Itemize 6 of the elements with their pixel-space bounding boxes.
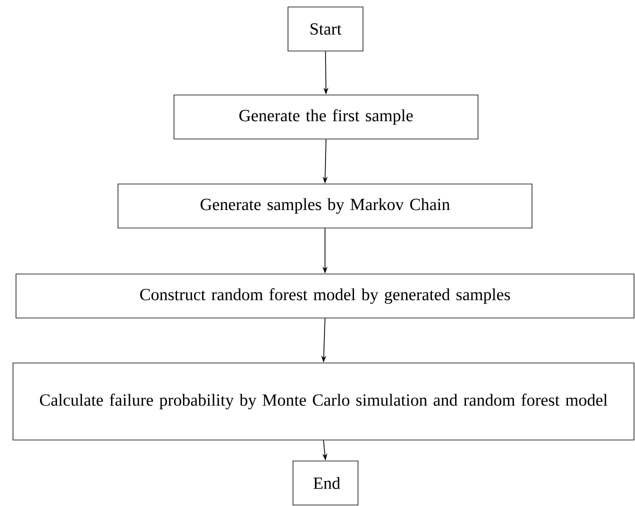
process-box: Generate the first sample	[174, 94, 478, 140]
process-box: Start	[288, 6, 364, 52]
process-box: Calculate failure probability by Monte Carlo simulation and random forest model	[12, 362, 634, 440]
process-box: Construct random forest model by generated samples	[16, 274, 634, 318]
process-box: Generate samples by Markov Chain	[118, 184, 532, 228]
process-box: End	[292, 460, 358, 506]
